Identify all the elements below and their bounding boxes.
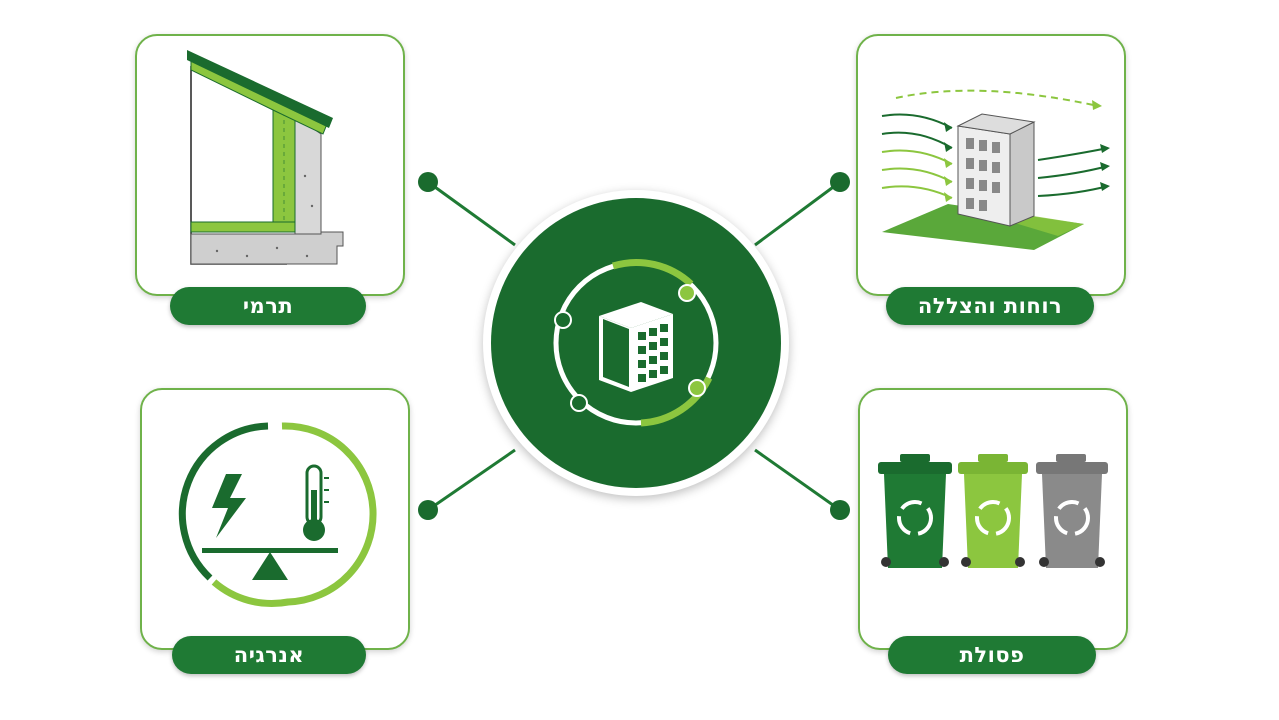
connector-thermal xyxy=(427,180,516,247)
central-hub xyxy=(483,190,789,496)
waste-label: פסולת xyxy=(888,636,1096,674)
connector-node-waste xyxy=(830,500,850,520)
energy-balance-icon xyxy=(178,422,377,608)
connector-wind xyxy=(754,180,841,247)
building-wind-flow-icon xyxy=(881,89,1110,250)
energy-label: אנרגיה xyxy=(172,636,366,674)
light-green-bin-icon xyxy=(958,454,1028,568)
connector-energy xyxy=(427,448,516,512)
connector-waste xyxy=(754,448,841,512)
waste-card xyxy=(858,388,1128,650)
wind-shade-label: רוחות והצללה xyxy=(886,287,1094,325)
energy-card xyxy=(140,388,410,650)
connector-node-energy xyxy=(418,500,438,520)
building-cycle-icon xyxy=(553,259,719,427)
gray-bin-icon xyxy=(1036,454,1108,568)
wind-shade-card xyxy=(856,34,1126,296)
central-hub-disc xyxy=(491,198,781,488)
thermal-card xyxy=(135,34,405,296)
dark-green-bin-icon xyxy=(878,454,952,568)
thermal-label: תרמי xyxy=(170,287,366,325)
connector-node-wind xyxy=(830,172,850,192)
recycling-bins-icon xyxy=(878,454,1108,568)
connector-node-thermal xyxy=(418,172,438,192)
wall-insulation-section-icon xyxy=(187,50,344,265)
